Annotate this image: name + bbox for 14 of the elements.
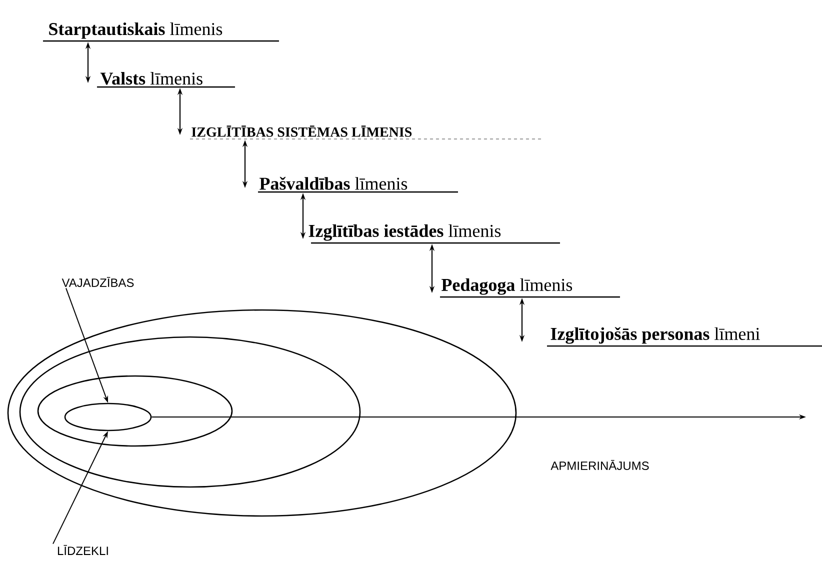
level-label: IZGLĪTĪBAS SISTĒMAS LĪMENIS <box>190 126 544 140</box>
level-label: Izglītojošās personas līmeni <box>547 327 822 347</box>
level-label: Izglītības iestādes līmenis <box>308 224 560 244</box>
ellipse <box>37 375 233 447</box>
ellipse <box>7 309 517 517</box>
level-label: Pašvaldības līmenis <box>258 176 458 193</box>
level-label: Starptautiskais līmenis <box>43 22 279 42</box>
text-label: VAJADZĪBAS <box>62 276 134 287</box>
level-label: Pedagoga līmenis <box>440 278 620 298</box>
text-label: LĪDZEKLI <box>58 545 108 555</box>
axis-label: APMIERINĀJUMS <box>550 460 649 470</box>
ellipse <box>64 402 152 432</box>
ellipse <box>19 336 361 488</box>
level-label: Valsts līmenis <box>97 72 235 88</box>
